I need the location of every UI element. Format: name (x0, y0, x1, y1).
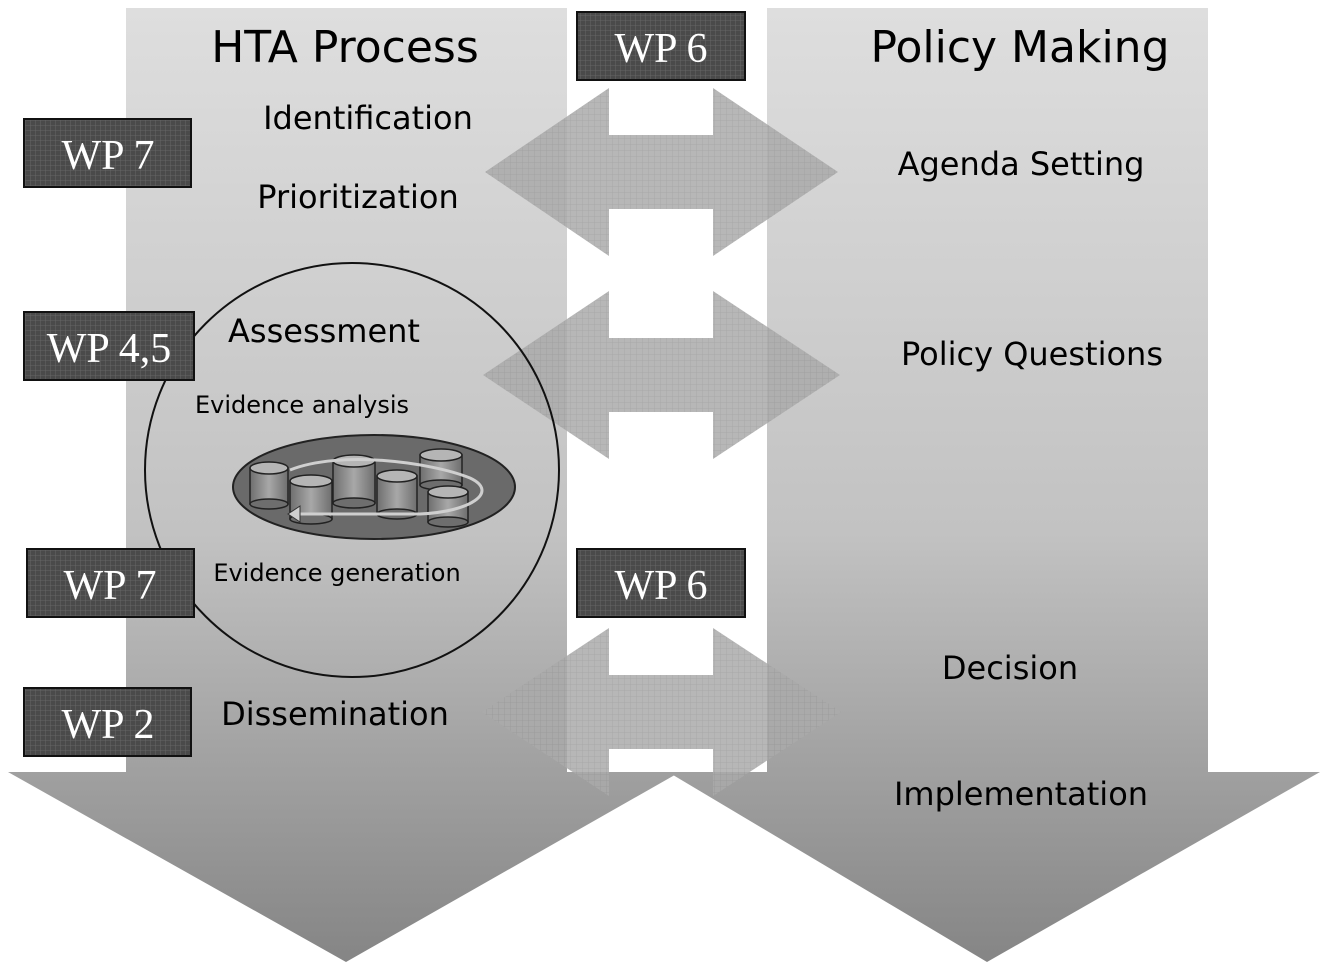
evidence-analysis-label: Evidence analysis (195, 391, 409, 419)
evidence-generation-label: Evidence generation (213, 559, 460, 587)
wp2-box: WP 2 (23, 687, 192, 757)
wp2-label: WP 2 (62, 702, 155, 748)
database-cylinder-icon (376, 469, 418, 520)
wp7-top-box: WP 7 (23, 118, 192, 188)
database-cylinder-icon (249, 461, 289, 510)
agenda-setting-label: Agenda Setting (898, 145, 1145, 183)
wp6-middle-box: WP 6 (576, 548, 746, 618)
hta-process-title: HTA Process (211, 22, 479, 73)
prioritization-label: Prioritization (257, 178, 459, 216)
policy-making-title: Policy Making (871, 22, 1170, 73)
wp7-bottom-label: WP 7 (64, 563, 157, 609)
implementation-label: Implementation (894, 775, 1148, 813)
identification-label: Identification (263, 99, 473, 137)
double-arrow-top (485, 88, 838, 256)
double-arrow-bottom (482, 628, 841, 796)
wp45-label: WP 4,5 (47, 326, 171, 372)
double-arrow-middle (483, 291, 840, 459)
policy-making-column (668, 8, 1320, 962)
wp6-top-box: WP 6 (576, 11, 746, 81)
wp6-middle-label: WP 6 (615, 563, 708, 609)
evidence-database-icon (232, 434, 516, 540)
database-cylinder-icon (427, 485, 469, 528)
assessment-circle (144, 262, 560, 678)
decision-label: Decision (942, 649, 1078, 687)
wp7-bottom-box: WP 7 (26, 548, 195, 618)
dissemination-label: Dissemination (221, 695, 449, 733)
policy-questions-label: Policy Questions (901, 335, 1163, 373)
wp7-top-label: WP 7 (62, 133, 155, 179)
wp45-box: WP 4,5 (23, 311, 195, 381)
cycle-arrow-icon (289, 458, 484, 516)
assessment-label: Assessment (228, 312, 420, 350)
database-cylinder-icon (332, 454, 376, 509)
wp6-top-label: WP 6 (615, 26, 708, 72)
